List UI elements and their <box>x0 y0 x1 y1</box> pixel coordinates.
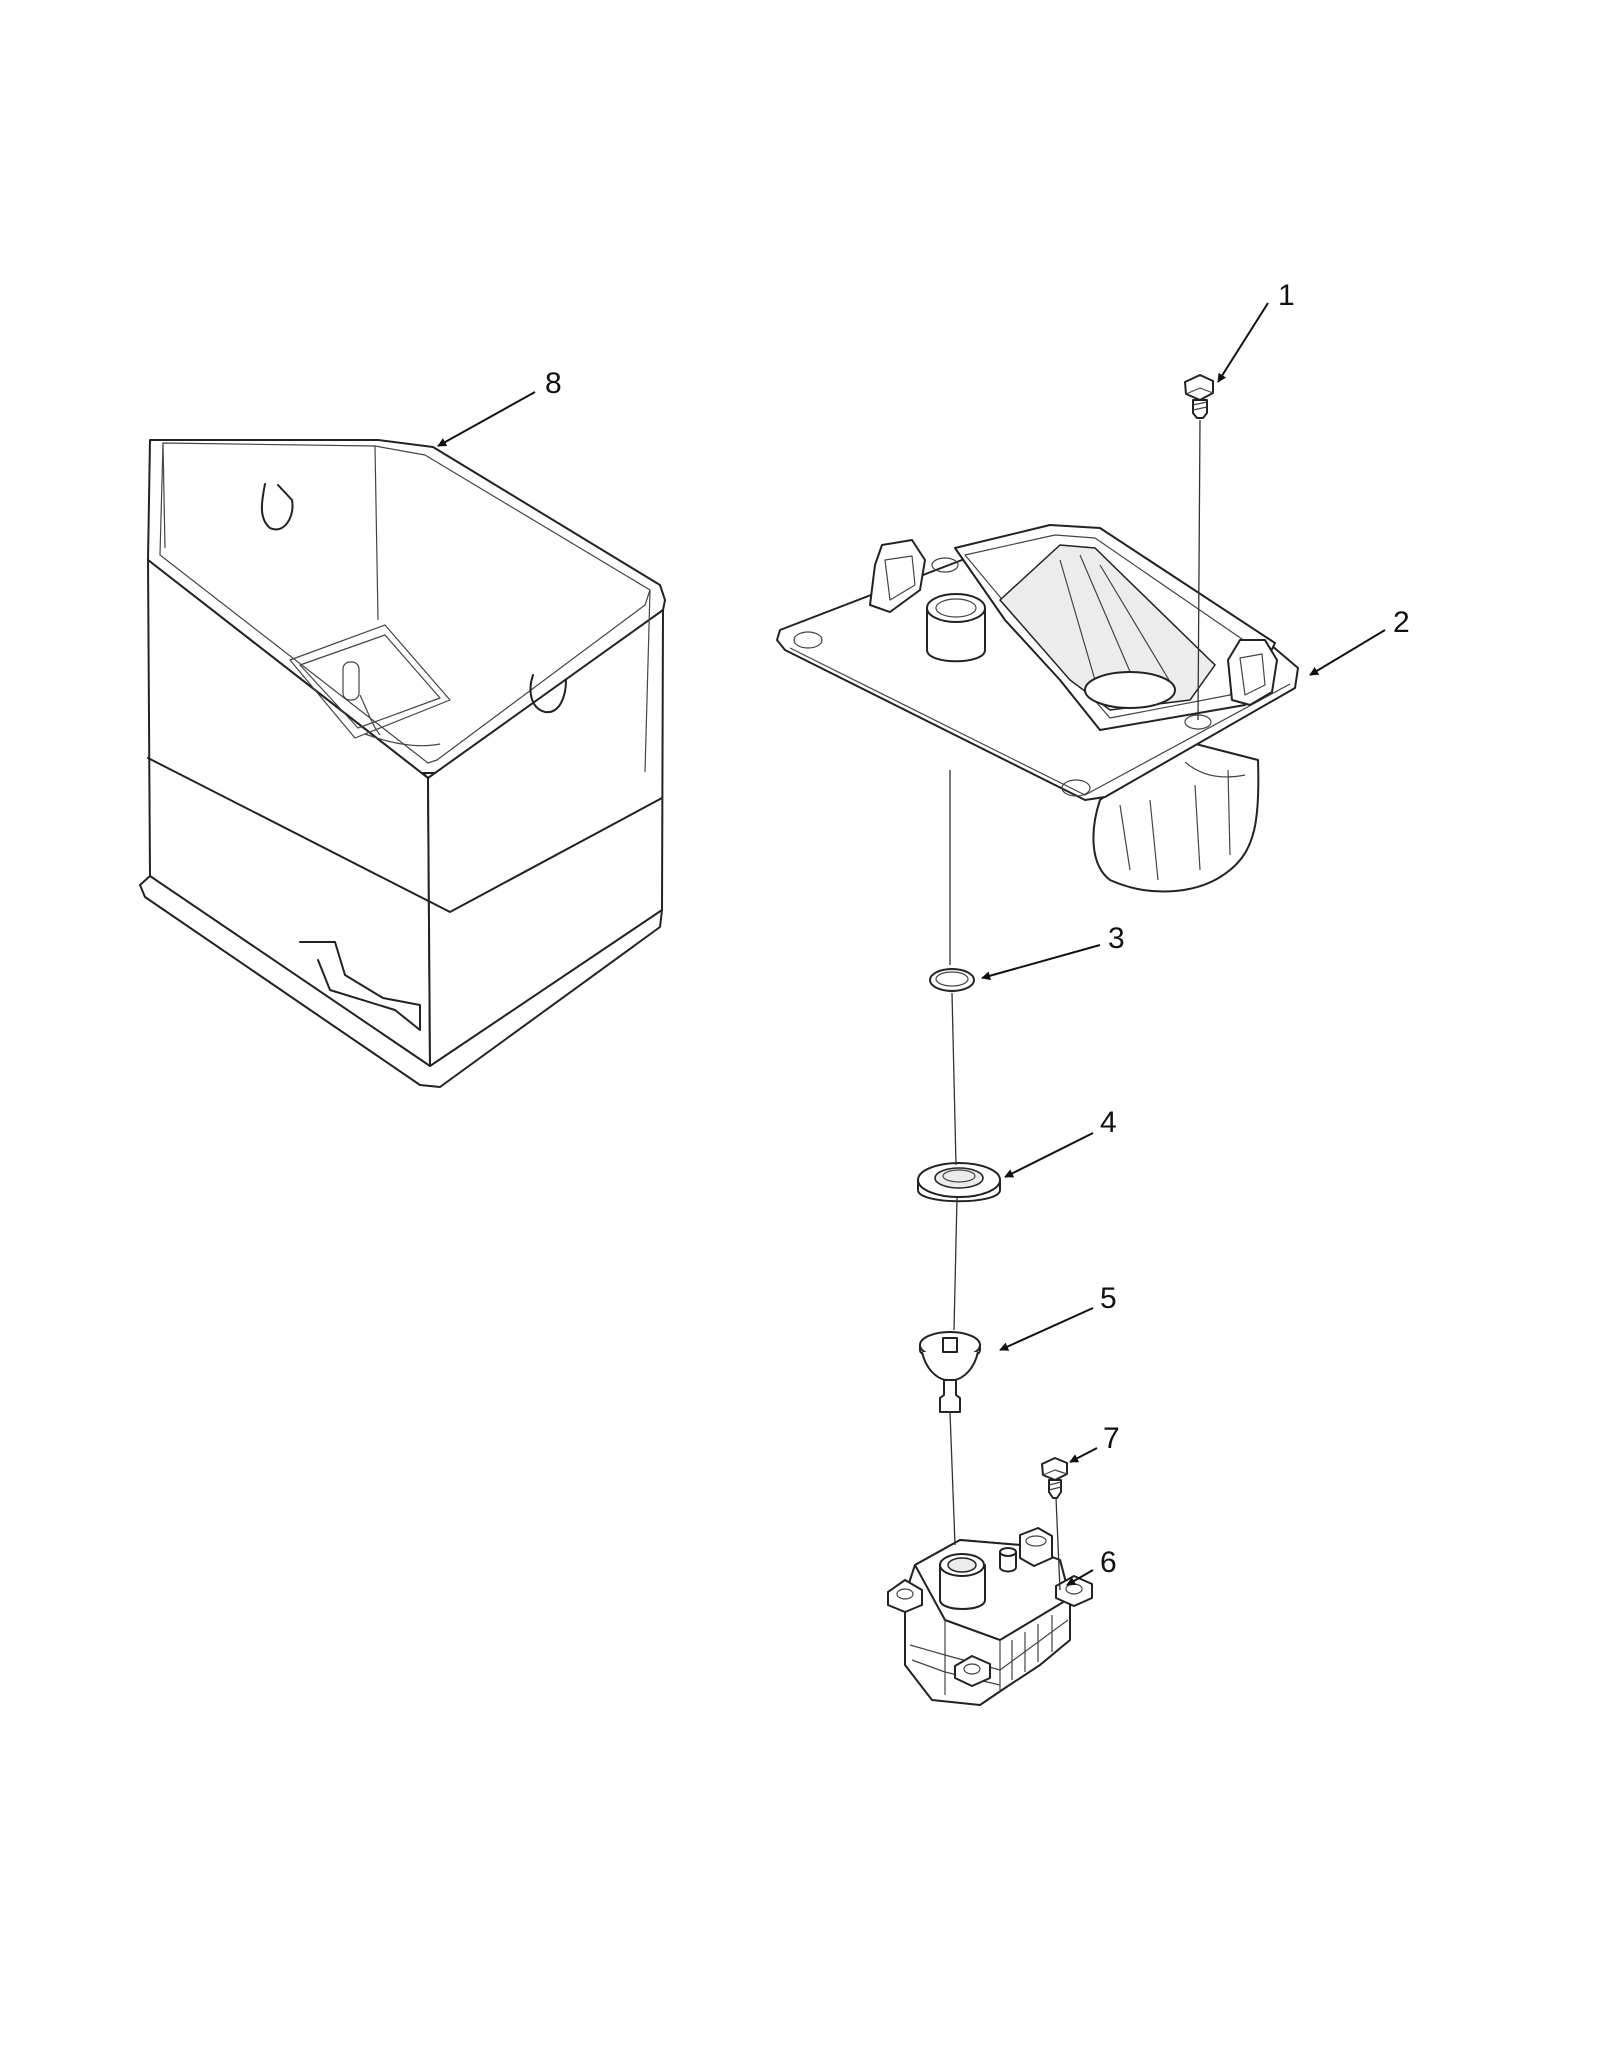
bearing-part-4 <box>917 1162 1001 1203</box>
callout-numbers: 1 2 3 4 5 6 7 8 <box>545 279 1410 1579</box>
leader-2 <box>1309 629 1386 676</box>
ice-bucket-part-8 <box>139 439 666 1088</box>
screw-part-7 <box>1041 1457 1068 1499</box>
screw-part-1 <box>1184 374 1214 419</box>
leader-6 <box>1066 1569 1094 1586</box>
callout-7: 7 <box>1103 1422 1120 1455</box>
callout-6: 6 <box>1100 1546 1117 1579</box>
assembly-axis-lines <box>949 419 1201 1591</box>
callout-2: 2 <box>1393 606 1410 639</box>
leader-8 <box>437 391 536 447</box>
callout-leaders <box>437 302 1386 1586</box>
snap-ring-part-3 <box>929 968 975 992</box>
leader-7 <box>1069 1447 1098 1463</box>
leader-1 <box>1217 302 1269 383</box>
leader-4 <box>1004 1132 1094 1178</box>
leader-5 <box>999 1307 1094 1351</box>
auger-motor-part-6 <box>887 1527 1093 1706</box>
coupler-part-5 <box>919 1331 981 1413</box>
callout-8: 8 <box>545 367 562 400</box>
callout-1: 1 <box>1278 279 1295 312</box>
callout-4: 4 <box>1100 1106 1117 1139</box>
dispenser-chute-part-2 <box>776 524 1299 893</box>
leader-3 <box>981 944 1101 981</box>
callout-5: 5 <box>1100 1282 1117 1315</box>
callout-3: 3 <box>1108 922 1125 955</box>
